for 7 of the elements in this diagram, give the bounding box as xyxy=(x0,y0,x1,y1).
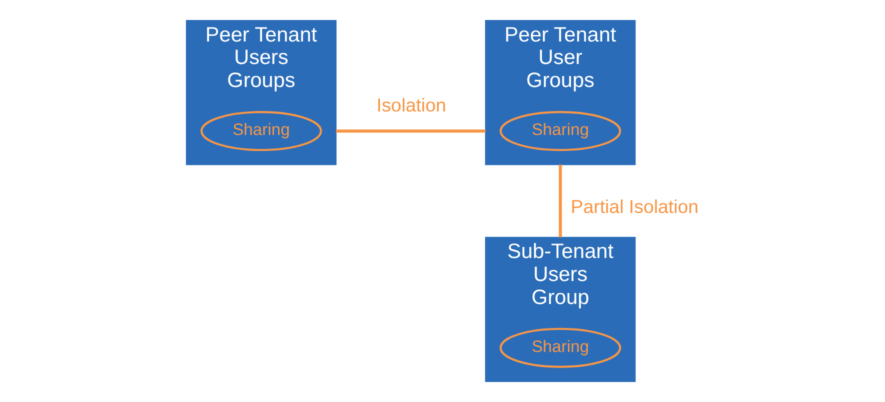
edge-label: Isolation xyxy=(376,94,446,116)
node-ellipse: Sharing xyxy=(200,111,322,152)
connector xyxy=(336,129,486,133)
connector xyxy=(558,164,562,238)
node-ellipse: Sharing xyxy=(499,111,621,152)
edge-label: Partial Isolation xyxy=(570,196,698,217)
node-ellipse: Sharing xyxy=(499,328,621,368)
